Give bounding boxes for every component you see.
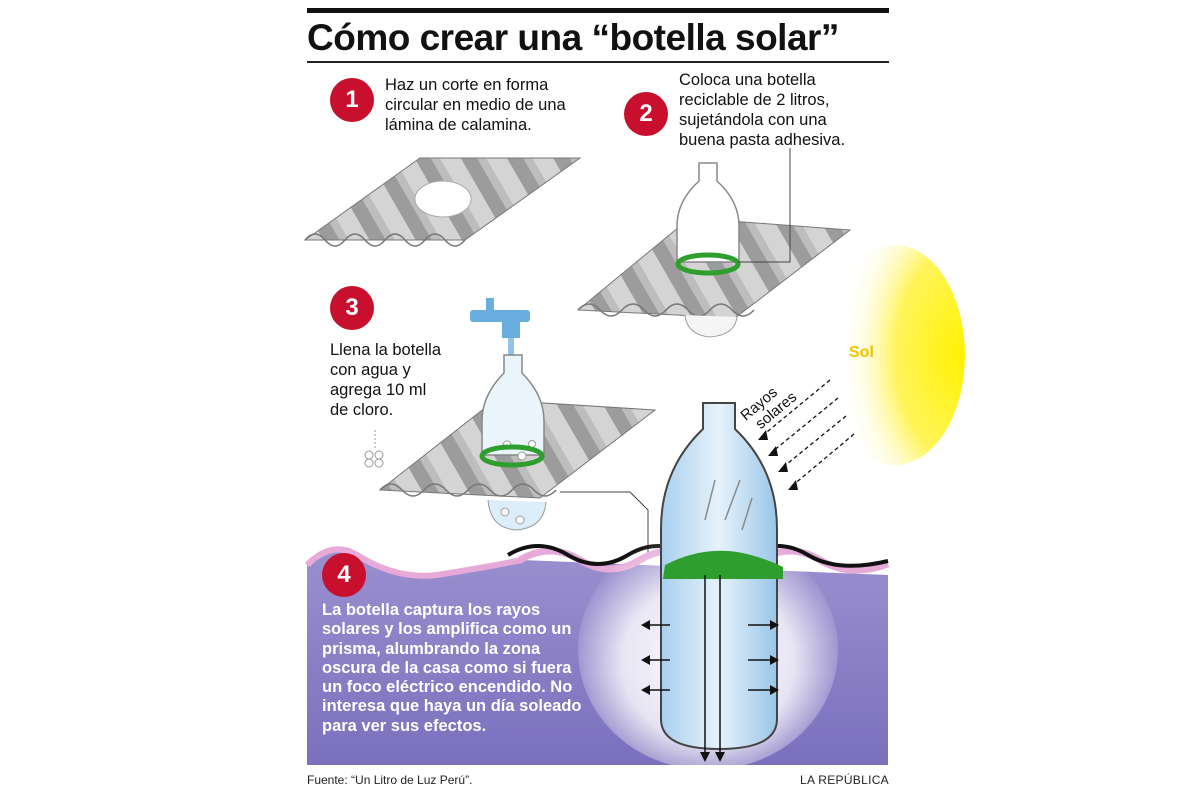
sun-label: Sol: [849, 344, 874, 361]
step-2-badge: 2: [624, 92, 668, 136]
chlorine-drops: [364, 430, 384, 468]
sun-ray-arrowheads: [758, 430, 798, 490]
top-rule: [307, 8, 889, 13]
bottle-step2: [676, 162, 740, 263]
infographic-title: Cómo crear una “botella solar”: [307, 17, 839, 58]
title-rule: [307, 61, 889, 63]
source-credit: Fuente: “Un Litro de Luz Perú”.: [307, 773, 473, 787]
metal-sheet-2: [576, 148, 852, 338]
adhesive-ring-3: [479, 444, 545, 468]
sun: [825, 245, 965, 465]
metal-sheet-1: [303, 157, 582, 247]
step-1-badge: 1: [330, 78, 374, 122]
solar-bottle: [660, 402, 783, 762]
bottle-step3: [481, 354, 545, 456]
metal-sheet-3: [378, 354, 657, 558]
circular-cut: [414, 180, 472, 218]
adhesive-ring-2: [675, 252, 741, 276]
step-4-badge: 4: [322, 553, 366, 597]
publisher-credit: LA REPÚBLICA: [800, 773, 889, 787]
sun-rays: [761, 379, 855, 487]
step-3-badge: 3: [330, 286, 374, 330]
